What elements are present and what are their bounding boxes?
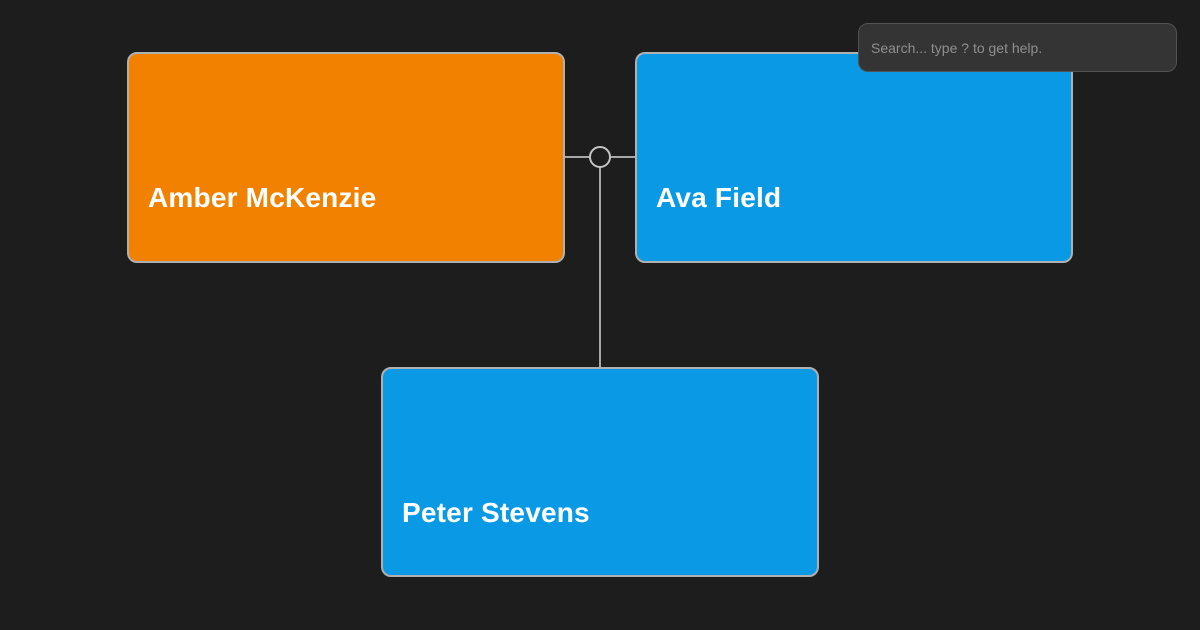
person-node-amber-mckenzie[interactable]: Amber McKenzie (127, 52, 565, 263)
child-connector-line (599, 157, 601, 368)
family-union-circle-icon (589, 146, 611, 168)
search-input[interactable] (858, 23, 1177, 72)
person-name-label: Peter Stevens (402, 497, 590, 528)
person-name-label: Amber McKenzie (148, 182, 377, 213)
person-node-peter-stevens[interactable]: Peter Stevens (381, 367, 819, 577)
person-node-ava-field[interactable]: Ava Field (635, 52, 1073, 263)
person-name-label: Ava Field (656, 182, 782, 213)
